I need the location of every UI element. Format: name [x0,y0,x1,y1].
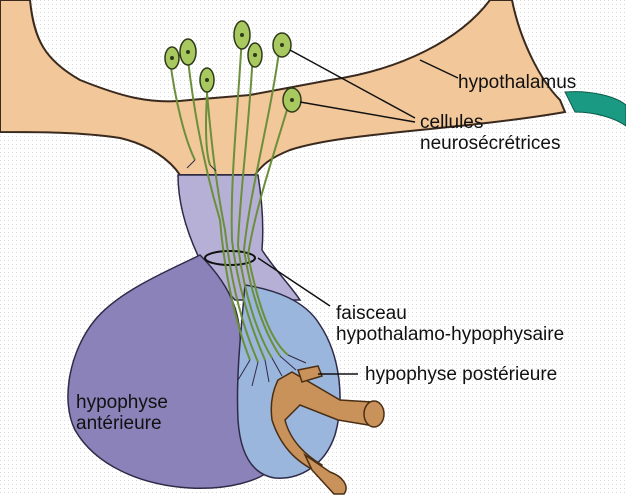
label-posterior-pituitary: hypophyse postérieure [365,364,557,385]
label-cellules-line1: cellules [420,112,560,133]
label-cellules-line2: neurosécrétrices [420,133,560,154]
label-neurosecretory-cells: cellules neurosécrétrices [420,112,560,154]
label-faisceau-line2: hypothalamo-hypophysaire [336,324,564,345]
label-anterior-pituitary: hypophyse antérieure [76,392,168,434]
label-anterieure-line2: antérieure [76,413,168,434]
label-hypothalamus: hypothalamus [458,72,576,93]
label-faisceau-line1: faisceau [336,303,564,324]
label-hypothalamo-hypophyseal-tract: faisceau hypothalamo-hypophysaire [336,303,564,345]
label-anterieure-line1: hypophyse [76,392,168,413]
